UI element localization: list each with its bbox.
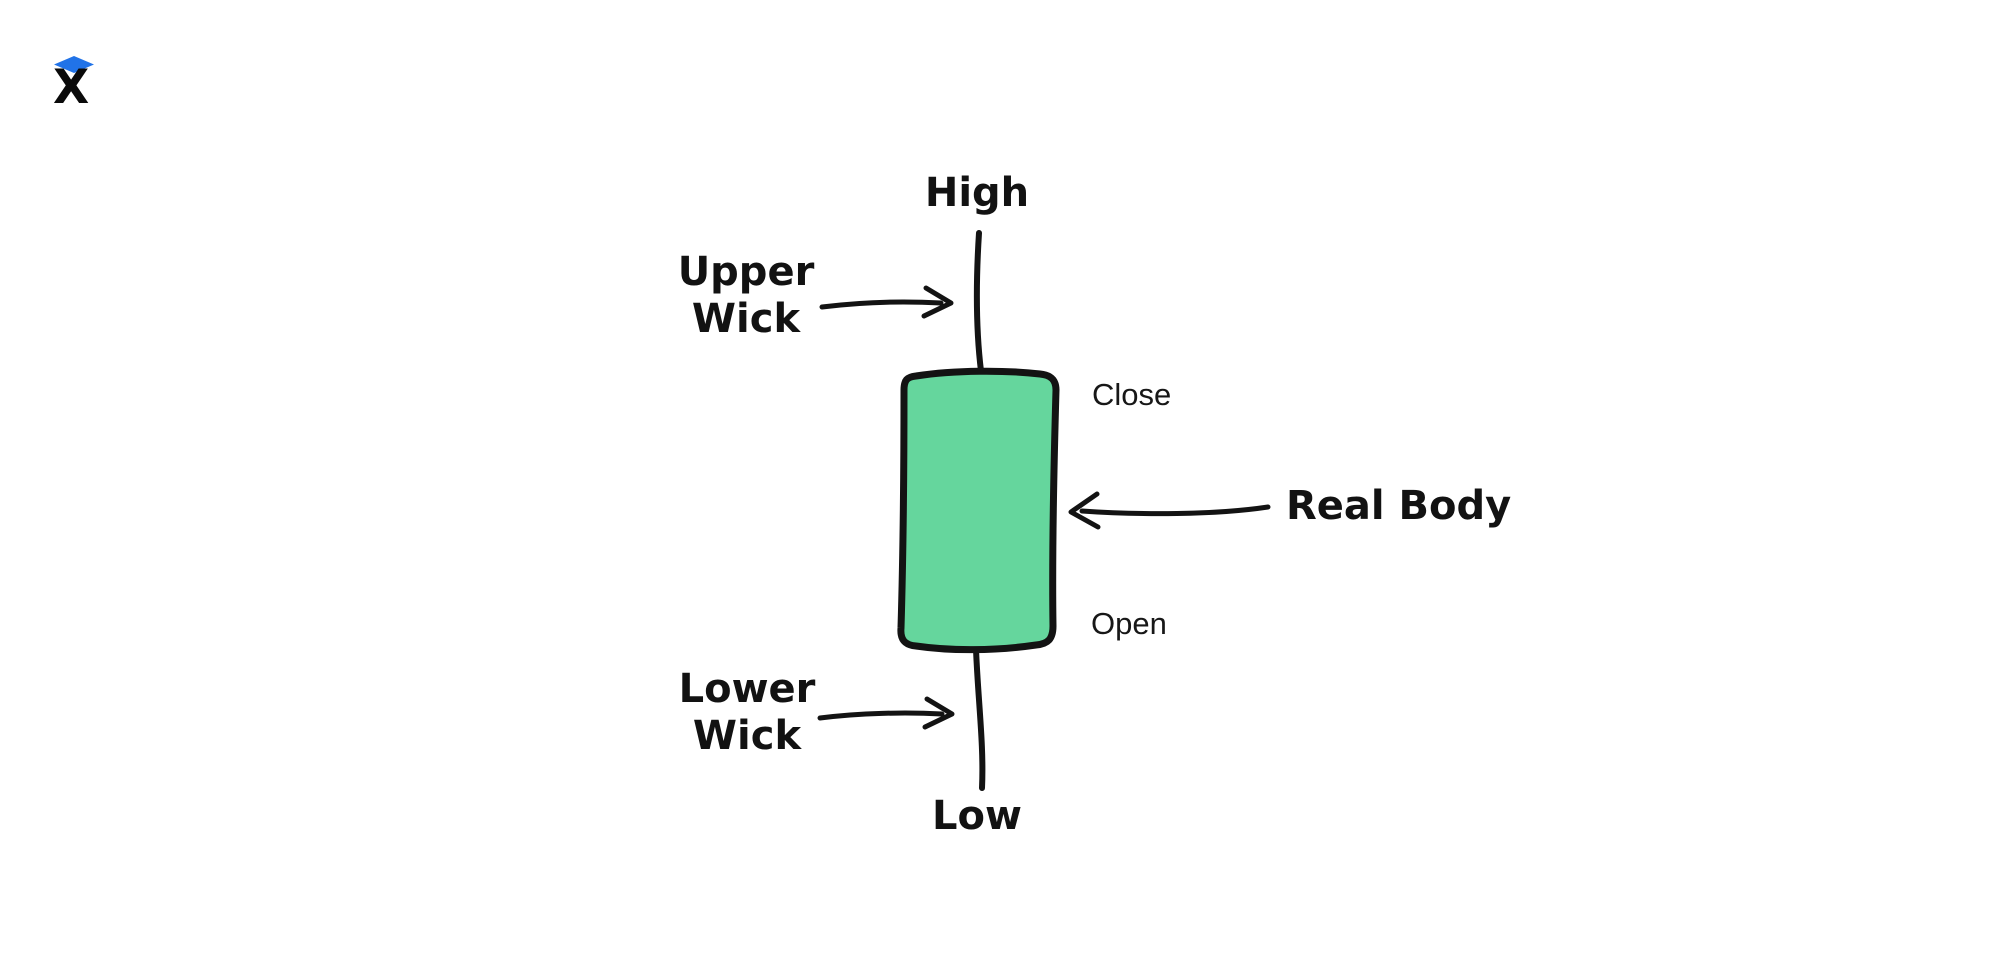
brand-logo: X	[53, 54, 97, 116]
high-label: High	[924, 170, 1030, 216]
close-label: Close	[1092, 377, 1172, 412]
lower-wick-label: Lower Wick	[678, 666, 816, 759]
open-label: Open	[1091, 606, 1167, 641]
real-body-arrow	[1068, 491, 1271, 530]
brand-letter: X	[53, 60, 90, 115]
candle-body	[897, 367, 1060, 654]
brand-diamond-icon	[54, 56, 94, 73]
upper-wick-line	[973, 230, 984, 374]
lower-wick-arrow	[817, 696, 955, 730]
upper-wick-arrow	[819, 285, 954, 319]
low-label: Low	[932, 793, 1022, 839]
real-body-label: Real Body	[1286, 483, 1512, 529]
lower-wick-line	[973, 646, 986, 791]
upper-wick-label: Upper Wick	[677, 249, 815, 342]
